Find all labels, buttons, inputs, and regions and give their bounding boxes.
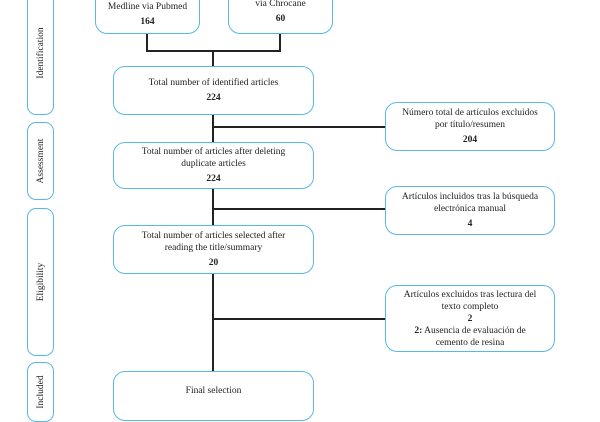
- exclusion-reason: 2: Ausencia de evaluación de cemento de …: [398, 325, 542, 349]
- excluded-title-box: Número total de artículos excluidos por …: [385, 102, 555, 151]
- box-count: 204: [462, 135, 478, 145]
- box-text: Medline via Pubmed: [107, 2, 188, 12]
- stage-label: Assessment: [35, 138, 46, 184]
- stage-label: Eligibility: [35, 262, 46, 302]
- connector: [212, 50, 214, 66]
- stage-label: Included: [35, 375, 46, 409]
- box-count: 4: [467, 219, 473, 229]
- stage-eligibility: Eligibility: [27, 208, 54, 356]
- box-count: 2: [467, 313, 473, 324]
- connector: [279, 34, 281, 51]
- box-count: 224: [206, 174, 221, 184]
- reason-text: Ausencia de evaluación de cemento de res…: [424, 325, 526, 348]
- box-text: Final selection: [185, 386, 242, 396]
- stage-label: Identification: [35, 26, 46, 79]
- box-text: Artículos excluidos tras lectura del tex…: [403, 289, 537, 312]
- connector: [212, 318, 386, 320]
- cochrane-box: via Chrocane 60: [228, 0, 333, 34]
- connector: [146, 34, 148, 51]
- medline-box: Medline via Pubmed 164: [95, 0, 200, 34]
- connector: [212, 126, 386, 128]
- stage-included: Included: [27, 362, 54, 422]
- box-text: Total number of articles selected after …: [141, 231, 286, 253]
- excluded-fulltext-box: Artículos excluidos tras lectura del tex…: [385, 285, 555, 352]
- connector: [212, 208, 386, 210]
- box-count: 164: [140, 17, 155, 27]
- after-duplicates-box: Total number of articles after deleting …: [113, 142, 314, 189]
- stage-identification: Identification: [27, 0, 54, 115]
- box-count: 224: [206, 93, 221, 103]
- box-text: via Chrocane: [255, 0, 306, 9]
- stage-assessment: Assessment: [27, 122, 54, 200]
- box-text: Total number of articles after deleting …: [141, 147, 286, 169]
- box-text: Artículos incluidos tras la búsqueda ele…: [401, 192, 539, 214]
- selected-box: Total number of articles selected after …: [113, 225, 314, 274]
- identified-box: Total number of identified articles 224: [113, 66, 314, 115]
- manual-search-box: Artículos incluidos tras la búsqueda ele…: [385, 186, 555, 235]
- box-text: Total number of identified articles: [148, 78, 279, 88]
- box-count: 60: [275, 14, 286, 24]
- box-count: 20: [208, 258, 219, 268]
- final-selection-box: Final selection: [113, 371, 314, 421]
- reason-count: 2:: [414, 325, 423, 336]
- box-text: Número total de artículos excluidos por …: [402, 108, 538, 130]
